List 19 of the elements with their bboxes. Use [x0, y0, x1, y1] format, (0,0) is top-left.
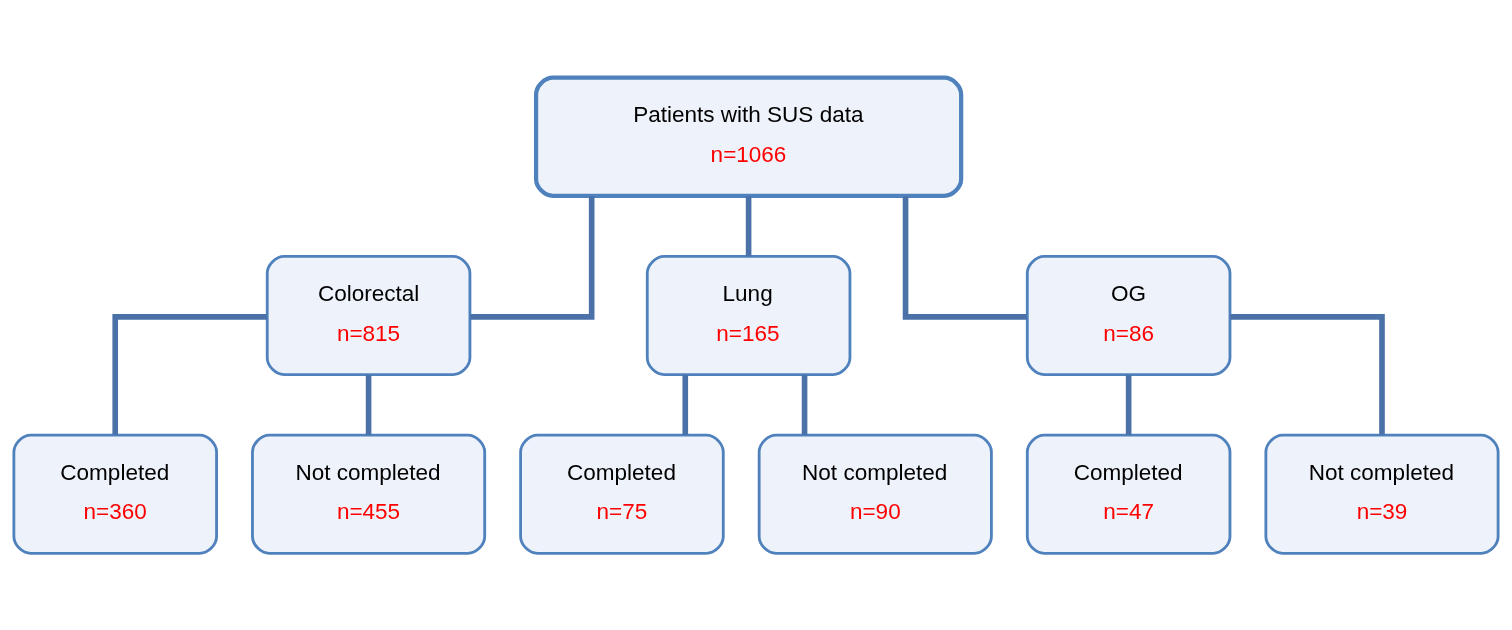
connector: [470, 195, 595, 320]
connector: [1230, 313, 1385, 435]
node-box: Completed n=47: [1025, 433, 1232, 555]
connector: [365, 374, 372, 435]
node-box: Completed n=360: [12, 433, 218, 555]
node-box: Not completed n=39: [1264, 433, 1500, 555]
connector: [902, 195, 1027, 320]
connector: [1125, 374, 1132, 435]
node-box: Not completed n=90: [757, 433, 993, 555]
node-box: Lung n=165: [645, 254, 852, 376]
node-box: OG n=86: [1025, 254, 1232, 376]
connector: [112, 313, 267, 435]
connector: [682, 374, 689, 435]
node-box: Completed n=75: [519, 433, 725, 555]
connector: [801, 374, 808, 435]
node-box: Colorectal n=815: [265, 254, 472, 376]
node-box: Patients with SUS data n=1066: [533, 75, 964, 198]
node-box: Not completed n=455: [251, 433, 487, 555]
connector: [745, 195, 752, 256]
